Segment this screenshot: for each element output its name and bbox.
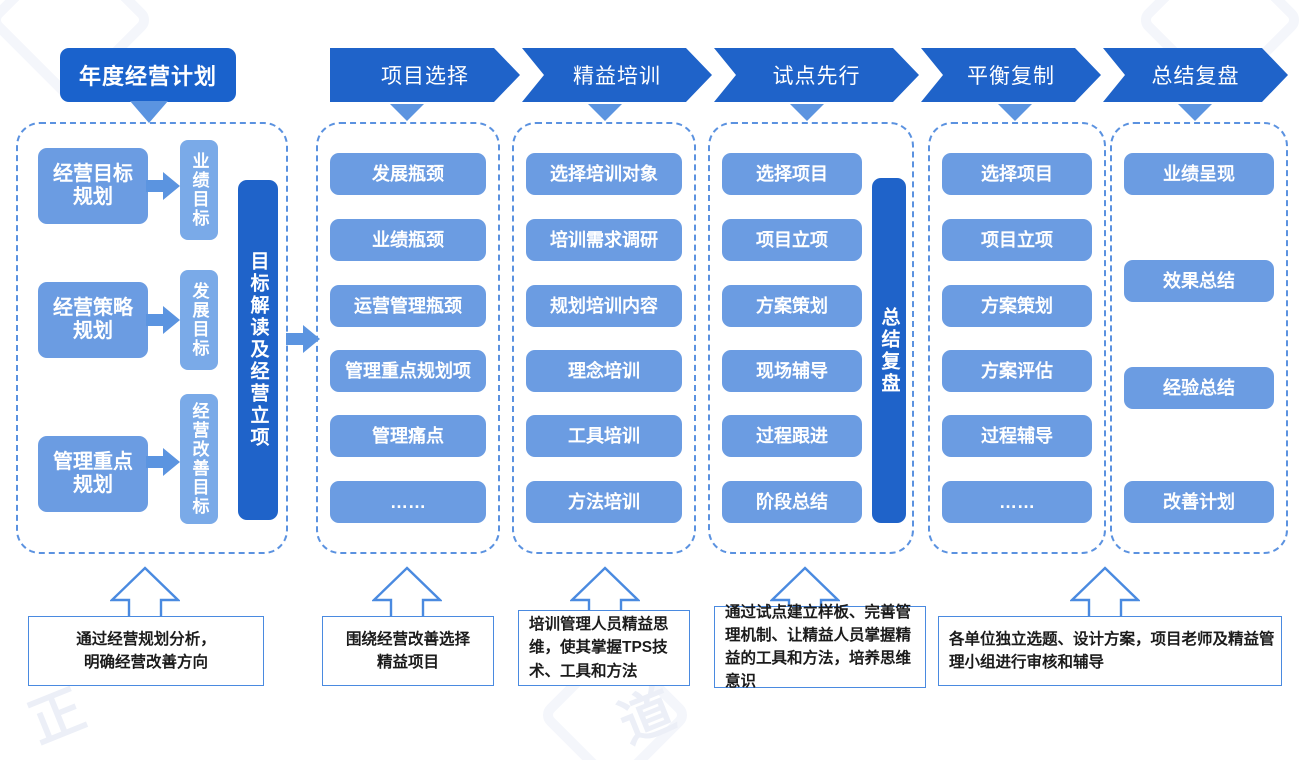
arrow-down-icon bbox=[130, 101, 168, 123]
box-concept-training[interactable]: 理念培训 bbox=[526, 350, 682, 392]
box-process-follow-up[interactable]: 过程跟进 bbox=[722, 415, 862, 457]
box-method-training[interactable]: 方法培训 bbox=[526, 481, 682, 523]
box-replication-solution-planning[interactable]: 方案策划 bbox=[942, 285, 1092, 327]
column-lean-training bbox=[512, 122, 696, 554]
caret-balanced-replication-icon bbox=[998, 104, 1032, 121]
box-business-goal-planning[interactable]: 经营目标规划 bbox=[38, 148, 148, 224]
box-business-strategy-planning[interactable]: 经营策略规划 bbox=[38, 282, 148, 358]
column-summary-review bbox=[1110, 122, 1288, 554]
column-pilot-first bbox=[708, 122, 914, 554]
box-pilot-solution-planning[interactable]: 方案策划 bbox=[722, 285, 862, 327]
caption-pilot-first: 通过试点建立样板、完善管理机制、让精益人员掌握精益的工具和方法，培养思维意识 bbox=[714, 604, 926, 690]
box-experience-summary[interactable]: 经验总结 bbox=[1124, 367, 1274, 409]
box-performance-goal[interactable]: 业绩目标 bbox=[180, 140, 218, 240]
header-stage-balanced-replication[interactable]: 平衡复制 bbox=[921, 48, 1101, 102]
box-performance-presentation[interactable]: 业绩呈现 bbox=[1124, 153, 1274, 195]
box-replication-project-initiation[interactable]: 项目立项 bbox=[942, 219, 1092, 261]
box-project-selection-ellipsis[interactable]: …… bbox=[330, 481, 486, 523]
box-improvement-plan[interactable]: 改善计划 bbox=[1124, 481, 1274, 523]
box-development-bottleneck[interactable]: 发展瓶颈 bbox=[330, 153, 486, 195]
box-pilot-project-initiation[interactable]: 项目立项 bbox=[722, 219, 862, 261]
up-arrow-project-selection-icon bbox=[372, 566, 442, 622]
caption-lean-training: 培训管理人员精益思维，使其掌握TPS技术、工具和方法 bbox=[518, 610, 690, 686]
caret-lean-training-icon bbox=[588, 104, 622, 121]
caret-pilot-first-icon bbox=[790, 104, 824, 121]
box-onsite-coaching[interactable]: 现场辅导 bbox=[722, 350, 862, 392]
box-management-focus-planning[interactable]: 管理重点规划 bbox=[38, 436, 148, 512]
caption-annual-plan: 通过经营规划分析， 明确经营改善方向 bbox=[28, 616, 264, 686]
arrow-right-goal-1-icon bbox=[146, 172, 180, 200]
box-performance-bottleneck[interactable]: 业绩瓶颈 bbox=[330, 219, 486, 261]
caption-project-selection: 围绕经营改善选择 精益项目 bbox=[322, 616, 494, 686]
box-development-goal[interactable]: 发展目标 bbox=[180, 270, 218, 370]
box-replication-ellipsis[interactable]: …… bbox=[942, 481, 1092, 523]
box-management-pain-point[interactable]: 管理痛点 bbox=[330, 415, 486, 457]
box-operations-management-bottleneck[interactable]: 运营管理瓶颈 bbox=[330, 285, 486, 327]
box-training-needs-survey[interactable]: 培训需求调研 bbox=[526, 219, 682, 261]
caption-replication-summary: 各单位独立选题、设计方案，项目老师及精益管理小组进行审核和辅导 bbox=[938, 616, 1282, 686]
box-tool-training[interactable]: 工具培训 bbox=[526, 415, 682, 457]
box-business-improvement-goal[interactable]: 经营改善目标 bbox=[180, 394, 218, 524]
box-select-training-audience[interactable]: 选择培训对象 bbox=[526, 153, 682, 195]
header-annual-plan[interactable]: 年度经营计划 bbox=[60, 48, 236, 102]
bar-goal-interpretation-and-project-initiation[interactable]: 目标解读及经营立项 bbox=[238, 180, 278, 520]
arrow-right-goal-3-icon bbox=[146, 448, 180, 476]
caret-project-selection-icon bbox=[390, 104, 424, 121]
box-process-coaching[interactable]: 过程辅导 bbox=[942, 415, 1092, 457]
up-arrow-annual-plan-icon bbox=[110, 566, 180, 622]
header-stage-pilot-first[interactable]: 试点先行 bbox=[714, 48, 919, 102]
watermark-text-2: 道 bbox=[610, 679, 684, 755]
caret-summary-review-icon bbox=[1178, 104, 1212, 121]
box-pilot-select-project[interactable]: 选择项目 bbox=[722, 153, 862, 195]
bar-pilot-summary-review[interactable]: 总结复盘 bbox=[872, 178, 906, 523]
box-plan-training-content[interactable]: 规划培训内容 bbox=[526, 285, 682, 327]
box-phase-summary[interactable]: 阶段总结 bbox=[722, 481, 862, 523]
arrow-right-goal-2-icon bbox=[146, 306, 180, 334]
box-effect-summary[interactable]: 效果总结 bbox=[1124, 260, 1274, 302]
column-balanced-replication bbox=[928, 122, 1106, 554]
header-stage-project-selection[interactable]: 项目选择 bbox=[330, 48, 520, 102]
box-solution-evaluation[interactable]: 方案评估 bbox=[942, 350, 1092, 392]
arrow-right-column1-to-column2-icon bbox=[286, 325, 320, 353]
up-arrow-replication-summary-icon bbox=[1070, 566, 1140, 622]
header-stage-summary-review[interactable]: 总结复盘 bbox=[1103, 48, 1288, 102]
watermark-text-1: 正 bbox=[20, 679, 94, 755]
header-stage-lean-training[interactable]: 精益培训 bbox=[522, 48, 712, 102]
box-management-focus-plan-item[interactable]: 管理重点规划项 bbox=[330, 350, 486, 392]
box-replication-select-project[interactable]: 选择项目 bbox=[942, 153, 1092, 195]
